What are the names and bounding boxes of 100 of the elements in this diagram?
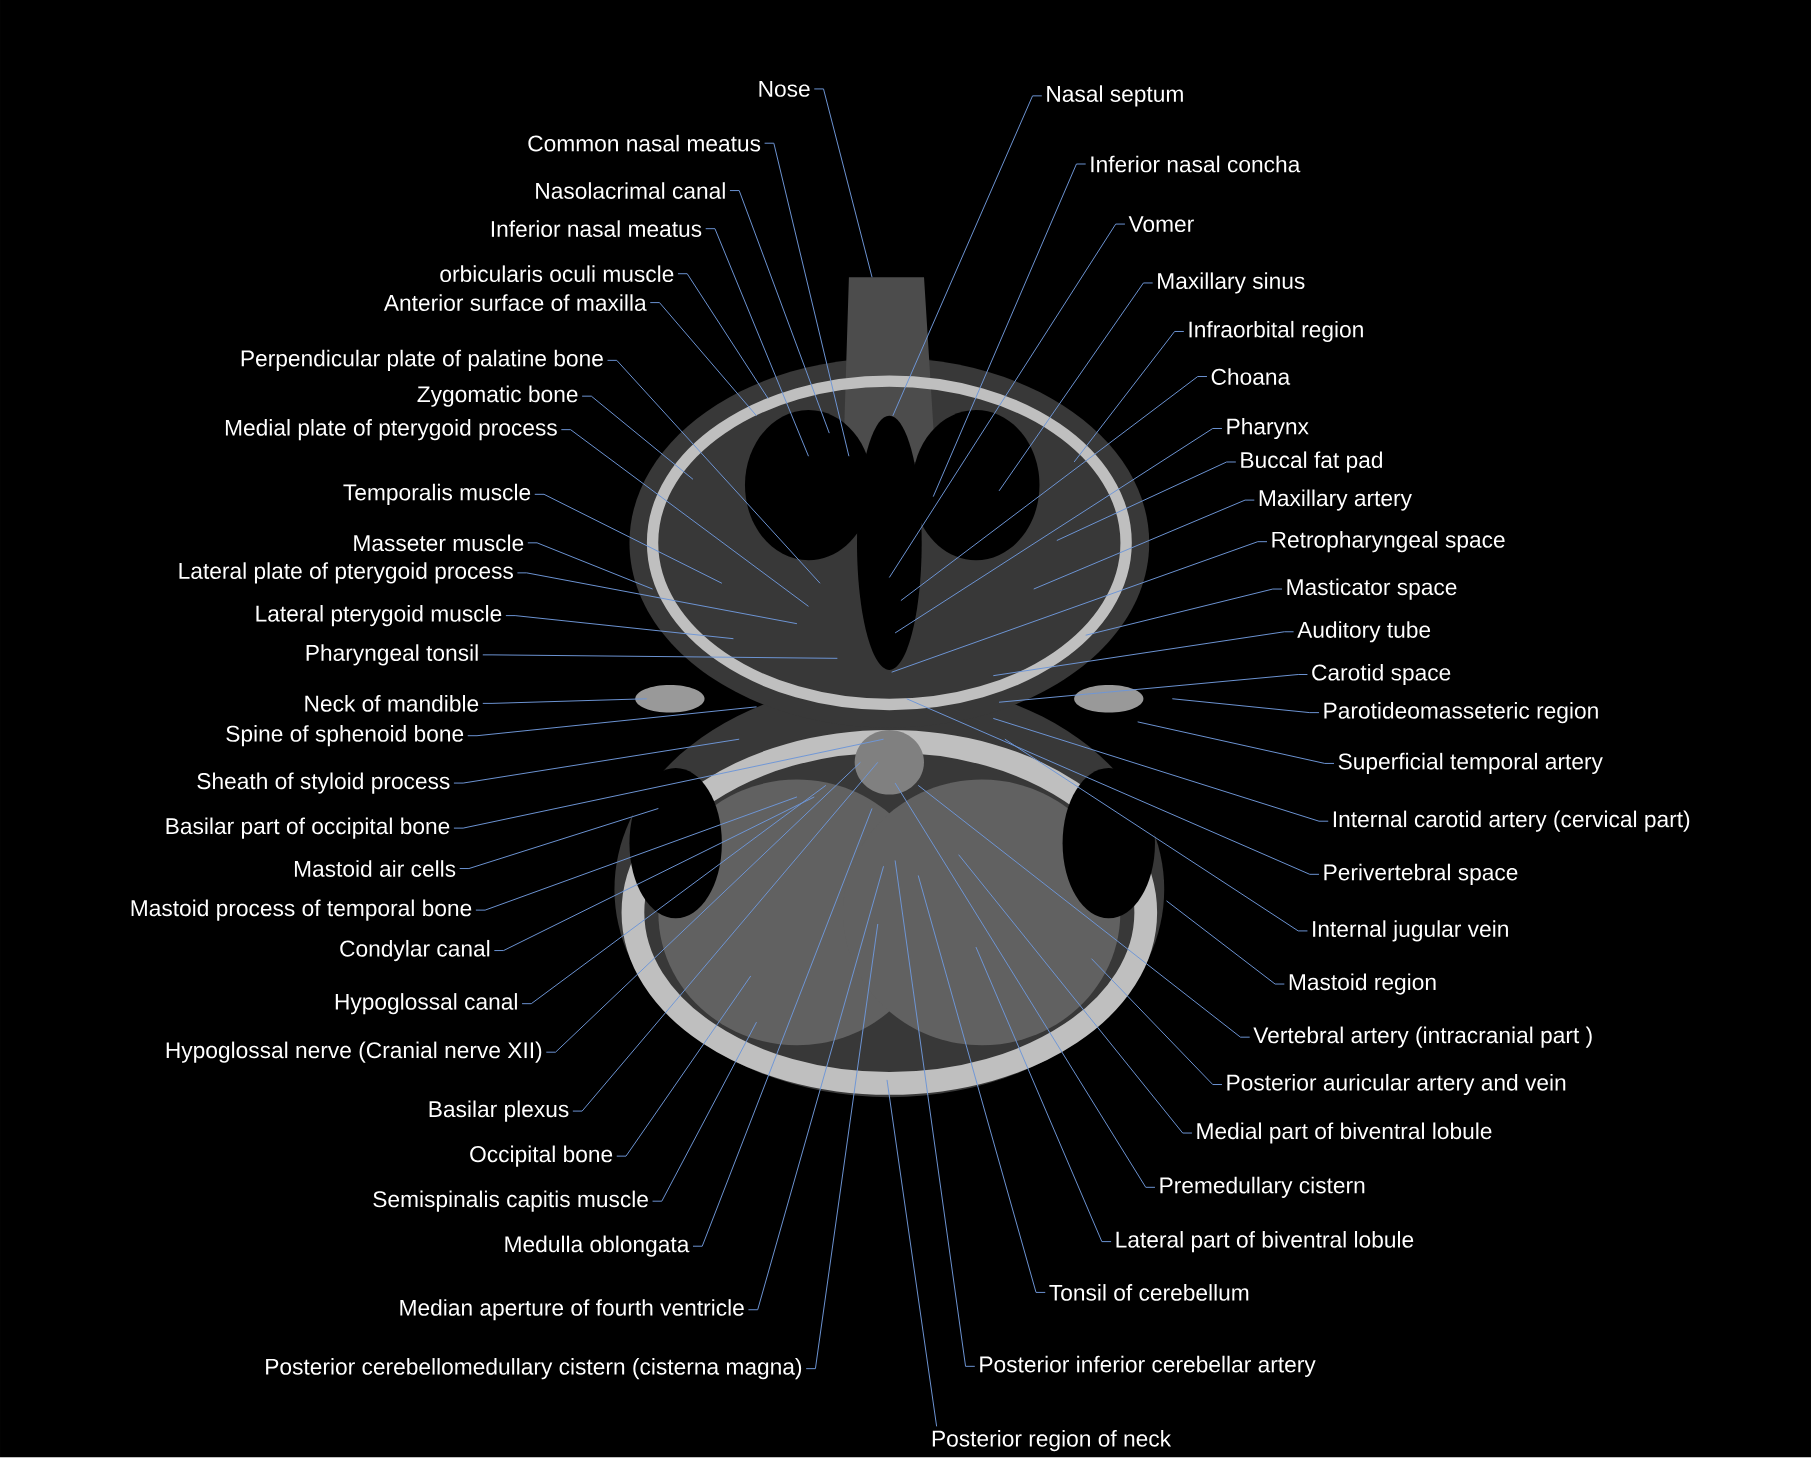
anatomy-label: Hypoglossal canal — [335, 993, 517, 1015]
anatomy-label: Buccal fat pad — [1241, 451, 1382, 473]
leader-line — [764, 142, 850, 457]
anatomy-label: Parotideomasseteric region — [1324, 702, 1598, 724]
leader-line — [998, 674, 1308, 703]
leader-line — [572, 762, 879, 1112]
anatomy-label: Condylar canal — [340, 940, 490, 962]
leader-line — [1033, 499, 1255, 590]
anatomy-label: Posterior cerebellomedullary cistern (cisterna magna) — [266, 1358, 802, 1380]
leader-line — [692, 808, 873, 1247]
anatomy-label: Lateral pterygoid muscle — [256, 605, 502, 627]
leader-line — [521, 785, 827, 1005]
leader-line — [892, 95, 1043, 417]
anatomy-label: Masticator space — [1287, 578, 1457, 600]
anatomy-label: Common nasal meatus — [528, 135, 761, 152]
leader-line — [1166, 900, 1285, 985]
leader-line — [975, 946, 1112, 1243]
anatomy-label: Semispinalis capitis muscle — [373, 1190, 648, 1212]
anatomy-label: Medulla oblongata — [505, 1235, 690, 1258]
leader-line — [516, 572, 798, 625]
leader-line — [459, 808, 659, 870]
anatomy-label: Nose — [759, 81, 810, 98]
leader-line — [705, 228, 809, 457]
leader-line — [917, 785, 1251, 1038]
anatomy-label: Posterior region of neck — [932, 1430, 1172, 1452]
leader-line — [453, 738, 885, 829]
leader-line — [505, 615, 734, 640]
leader-line — [992, 631, 1295, 677]
anatomy-label: Basilar plexus — [429, 1100, 569, 1122]
anatomy-label: Perpendicular plate of palatine bone — [241, 349, 603, 372]
anatomy-label: Temporalis muscle — [343, 483, 531, 506]
leader-line — [453, 738, 740, 784]
leader-line — [560, 429, 809, 608]
leader-line — [677, 273, 769, 400]
leader-line — [616, 975, 752, 1157]
leader-line — [482, 698, 648, 705]
anatomy-label: Medial part of biventral lobule — [1197, 1122, 1492, 1144]
leader-line — [1056, 461, 1237, 542]
anatomy-label: Median aperture of fourth ventricle — [400, 1299, 744, 1321]
anatomy-label: Pharynx — [1227, 418, 1309, 440]
leader-line — [900, 376, 1208, 602]
leader-line — [527, 542, 654, 590]
leader-line — [891, 541, 1268, 673]
anatomy-label: Sheath of styloid process — [197, 772, 450, 794]
anatomy-label: Hypoglossal nerve (Cranial nerve XII) — [166, 1041, 542, 1063]
leader-line — [992, 718, 1329, 822]
anatomy-label: Masseter muscle — [354, 534, 524, 552]
leader-line — [886, 1079, 938, 1428]
anatomy-label: Inferior nasal meatus — [491, 220, 702, 238]
leader-line — [747, 865, 885, 1311]
leader-line — [534, 494, 723, 584]
anatomy-label: Anterior surface of maxilla — [383, 294, 647, 312]
leader-line — [729, 190, 830, 434]
anatomy-label: Nasal septum — [1047, 85, 1183, 107]
leader-line — [1004, 738, 1308, 932]
leader-line — [649, 302, 757, 417]
leader-line — [1171, 698, 1320, 714]
anatomy-label: Mastoid region — [1289, 973, 1436, 995]
leader-line — [958, 854, 1193, 1134]
leader-line — [805, 923, 879, 1370]
anatomy-label: Occipital bone — [470, 1145, 613, 1167]
anatomy-label: Nasolacrimal canal — [536, 182, 725, 200]
leader-line — [482, 654, 838, 660]
anatomy-label: Neck of mandible — [305, 695, 479, 712]
leader-line — [894, 782, 1156, 1188]
anatomy-label: Lateral part of biventral lobule — [1116, 1231, 1414, 1253]
anatomy-label: Tonsil of cerebellum — [1049, 1284, 1249, 1301]
leader-line — [888, 223, 1126, 579]
leader-line — [894, 860, 976, 1368]
anatomy-label: Basilar part of occipital bone — [166, 817, 450, 839]
anatomy-label: Mastoid process of temporal bone — [131, 899, 472, 921]
anatomy-label: Maxillary artery — [1259, 489, 1412, 511]
anatomy-label: Carotid space — [1312, 664, 1451, 686]
anatomy-label: Spine of sphenoid bone — [226, 725, 464, 747]
leader-line — [906, 698, 1320, 875]
anatomy-label: Auditory tube — [1297, 621, 1431, 643]
leader-line — [493, 796, 815, 952]
leader-line — [581, 395, 694, 481]
leader-line — [813, 88, 873, 278]
leader-line — [917, 875, 1046, 1294]
anatomy-label: Superficial temporal artery — [1338, 753, 1603, 775]
leader-line — [1073, 331, 1185, 463]
anatomy-label: Lateral plate of pterygoid process — [179, 562, 513, 584]
anatomy-label: Zygomatic bone — [417, 385, 578, 407]
anatomy-label: Mastoid air cells — [294, 860, 456, 878]
leader-line — [932, 163, 1087, 498]
anatomy-label: Posterior inferior cerebellar artery — [980, 1355, 1316, 1378]
anatomy-label: Medial plate of pterygoid process — [225, 419, 557, 441]
leader-line — [607, 360, 821, 584]
anatomy-label: Choana — [1211, 368, 1291, 386]
anatomy-label: Infraorbital region — [1189, 321, 1363, 343]
anatomy-label: Vomer — [1128, 216, 1194, 233]
anatomy-label: Inferior nasal concha — [1091, 155, 1301, 173]
anatomy-label: Premedullary cistern — [1160, 1176, 1365, 1199]
leader-line — [1090, 958, 1223, 1086]
anatomy-label: Internal carotid artery (cervical part) — [1333, 810, 1690, 832]
anatomy-label: Retropharyngeal space — [1272, 531, 1505, 553]
leader-line — [467, 706, 757, 737]
anatomy-label: Maxillary sinus — [1158, 272, 1305, 294]
anatomy-label: Vertebral artery (intracranial part ) — [1253, 1026, 1592, 1048]
